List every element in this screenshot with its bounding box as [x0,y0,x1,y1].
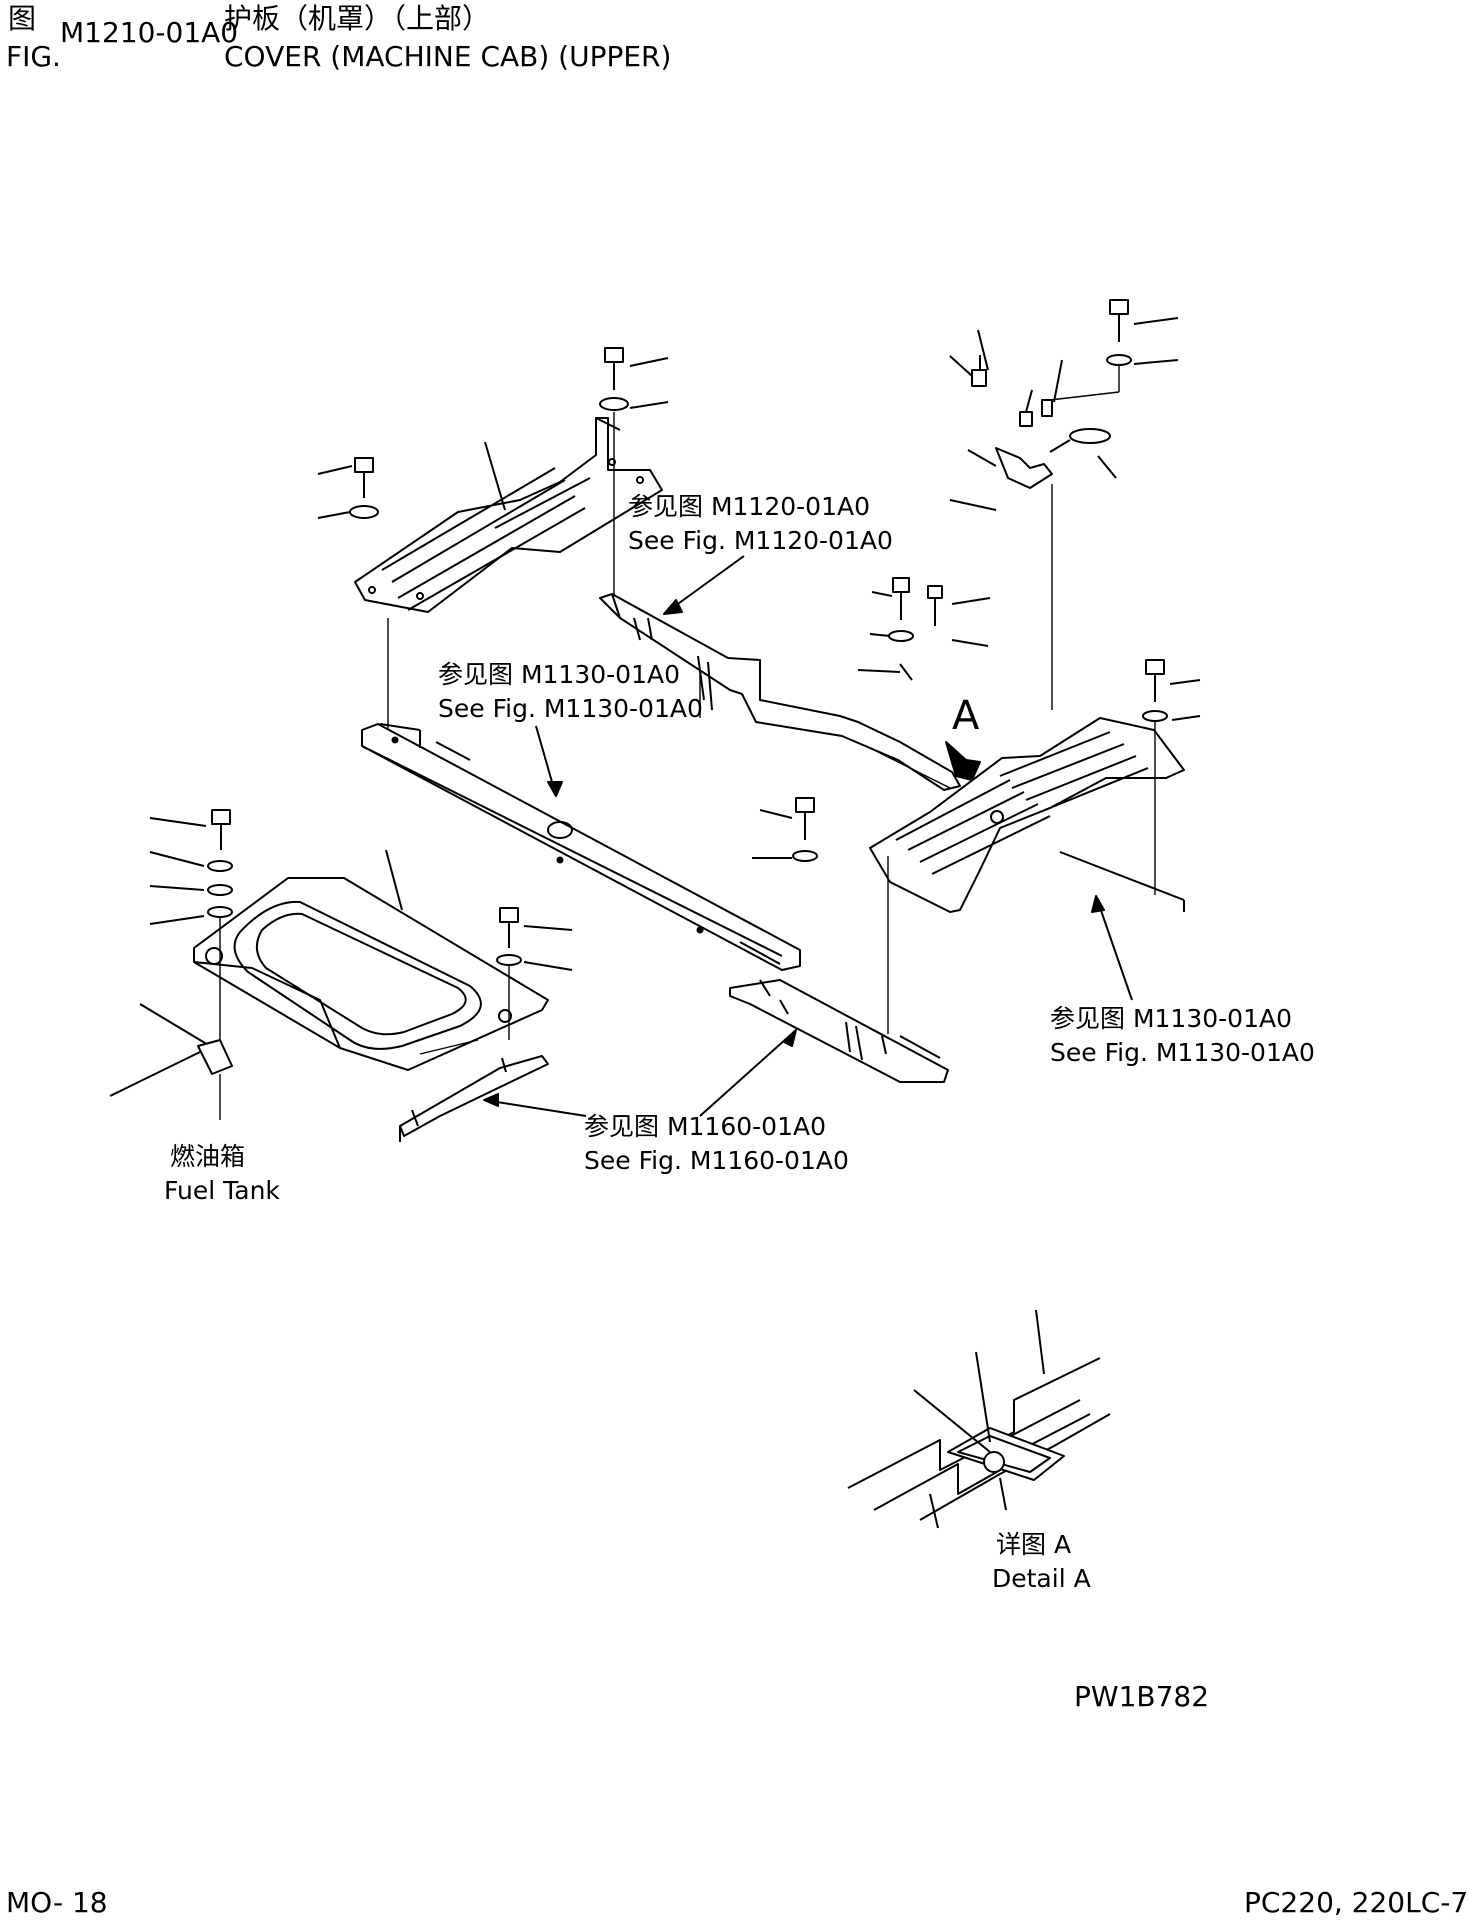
lower-bracket [399,1055,549,1142]
page-number: MO- 18 [6,1886,108,1919]
title-cn: 护板（机罩）（上部） [224,2,491,35]
center-frame-member [361,723,801,971]
bolt-group-upper-left [317,347,669,730]
detail-a-label-en: Detail A [992,1564,1091,1593]
fig-label-en: FIG. [6,40,61,73]
ref-m1160-cn: 参见图 M1160-01A0 [584,1112,826,1141]
fig-label-cn: 图 [8,2,37,35]
upper-left-cover-plate [354,417,663,613]
ref-m1130-center-cn: 参见图 M1130-01A0 [438,660,680,689]
fuel-tank-outline [109,1003,233,1120]
view-a-marker: A [952,693,980,739]
detail-a-view [847,1309,1111,1529]
reference-arrows [483,555,1133,1117]
ref-m1120-en: See Fig. M1120-01A0 [628,526,893,555]
upper-middle-bracket [599,593,961,791]
latch-assembly [949,329,1120,710]
lower-left-floor-plate [193,849,549,1071]
detail-a-label-cn: 详图 A [996,1530,1072,1559]
ref-m1130-right-cn: 参见图 M1130-01A0 [1050,1004,1292,1033]
ref-m1130-center-en: See Fig. M1130-01A0 [438,694,703,723]
ref-m1160-en: See Fig. M1160-01A0 [584,1146,849,1175]
fuel-tank-label-cn: 燃油箱 [170,1142,246,1171]
drawing-number: PW1B782 [1074,1680,1210,1713]
fuel-tank-label-en: Fuel Tank [164,1176,280,1205]
bolt-group-right [752,299,1201,895]
ref-m1120-cn: 参见图 M1120-01A0 [628,492,870,521]
right-floor-grate [869,717,1185,913]
bolt-group-lower-left [149,809,573,1060]
lower-right-rail [729,856,949,1083]
title-en: COVER (MACHINE CAB) (UPPER) [224,40,672,73]
ref-m1130-right-en: See Fig. M1130-01A0 [1050,1038,1315,1067]
fig-number: M1210-01A0 [60,16,239,49]
model-number: PC220, 220LC-7 [1244,1886,1468,1919]
